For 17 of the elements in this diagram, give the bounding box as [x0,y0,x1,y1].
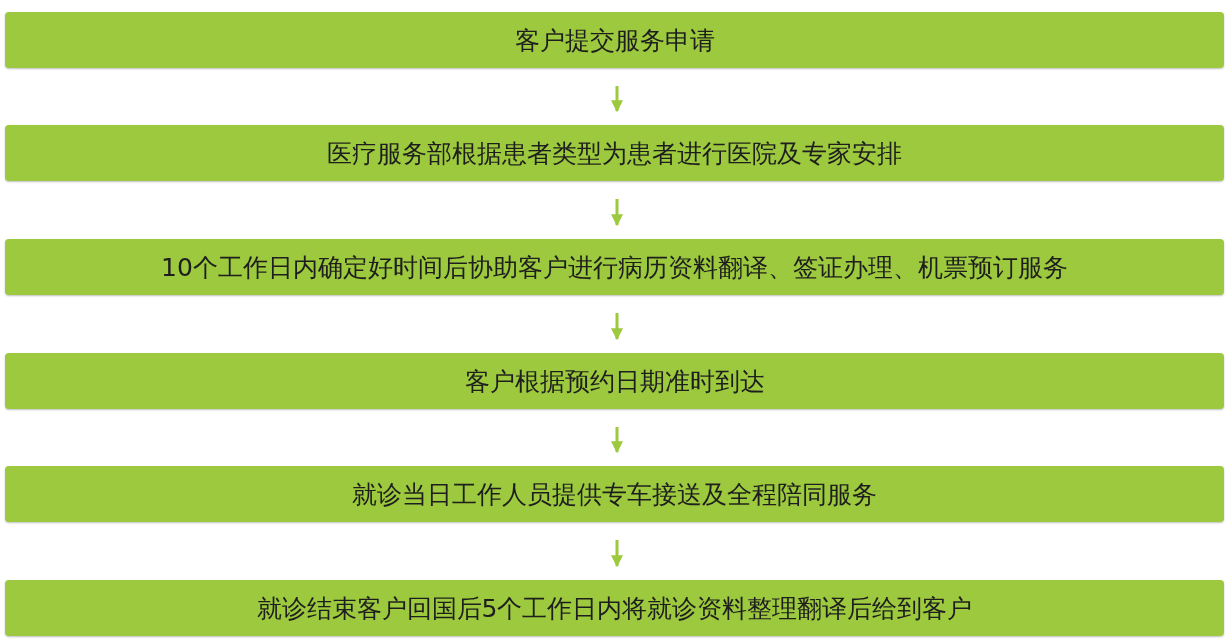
arrow [611,199,623,227]
step-text: 客户根据预约日期准时到达 [464,365,765,398]
step-text: 就诊当日工作人员提供专车接送及全程陪同服务 [352,478,877,511]
arrow [611,427,623,454]
process-box [5,580,1224,636]
process-box [5,125,1224,181]
process-box [5,12,1224,68]
step-text: 10个工作日内确定好时间后协助客户进行病历资料翻译、签证办理、机票预订服务 [161,251,1068,284]
process-box [5,466,1224,522]
arrow [611,313,623,341]
step-text: 就诊结束客户回国后5个工作日内将就诊资料整理翻译后给到客户 [256,592,973,625]
arrow [611,540,623,568]
step-text: 医疗服务部根据患者类型为患者进行医院及专家安排 [327,137,902,170]
arrow [611,86,623,113]
process-box [5,239,1224,295]
process-box [5,353,1224,409]
step-text: 客户提交服务申请 [514,24,715,57]
